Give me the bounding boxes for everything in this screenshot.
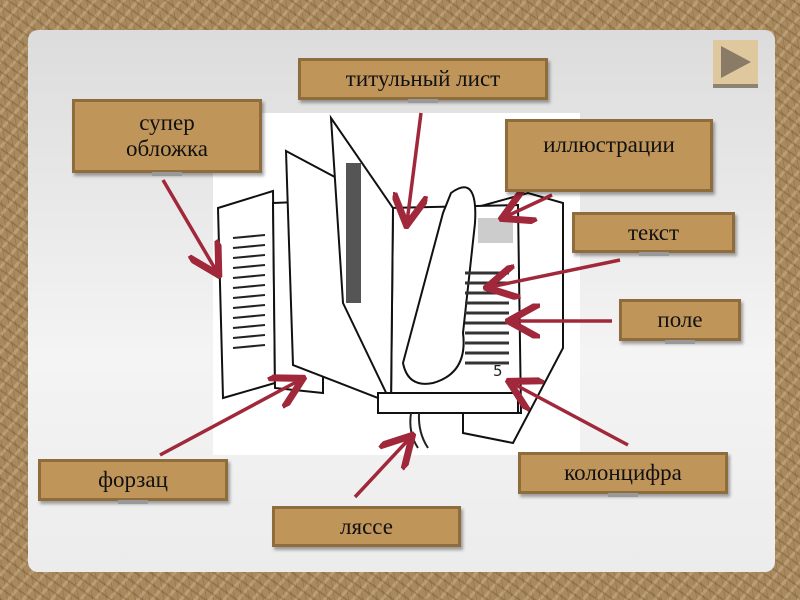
- label-bookmark-ribbon: ляссе: [272, 506, 461, 547]
- label-text: ляссе: [340, 513, 393, 539]
- label-dust-jacket: супер обложка: [72, 99, 262, 176]
- arrow-endpaper: [159, 380, 300, 457]
- arrow-text: [490, 258, 621, 287]
- label-illustrations: иллюстрации: [505, 119, 713, 192]
- label-text-block: текст: [572, 212, 735, 256]
- label-text: титульный лист: [345, 66, 501, 91]
- arrow-illustrations: [505, 195, 553, 217]
- arrow-title-page: [407, 112, 421, 222]
- label-text: форзац: [98, 467, 168, 492]
- label-endpaper: форзац: [38, 459, 228, 504]
- label-page-number: колонцифра: [518, 452, 728, 497]
- page-number: 5: [493, 362, 503, 380]
- label-text: иллюстрации: [543, 132, 675, 157]
- label-text: текст: [627, 219, 680, 245]
- label-title-page: титульный лист: [298, 58, 548, 103]
- arrow-dust-jacket: [161, 179, 217, 272]
- next-slide-button[interactable]: [713, 40, 758, 88]
- label-text: обложка: [126, 136, 208, 161]
- label-text: поле: [657, 307, 703, 332]
- label-margin: поле: [619, 299, 741, 344]
- label-text: колонцифра: [564, 460, 682, 485]
- arrow-ribbon: [353, 438, 410, 499]
- arrow-page-number: [512, 383, 629, 447]
- label-text: супер: [139, 110, 195, 135]
- play-triangle-icon: [721, 46, 751, 78]
